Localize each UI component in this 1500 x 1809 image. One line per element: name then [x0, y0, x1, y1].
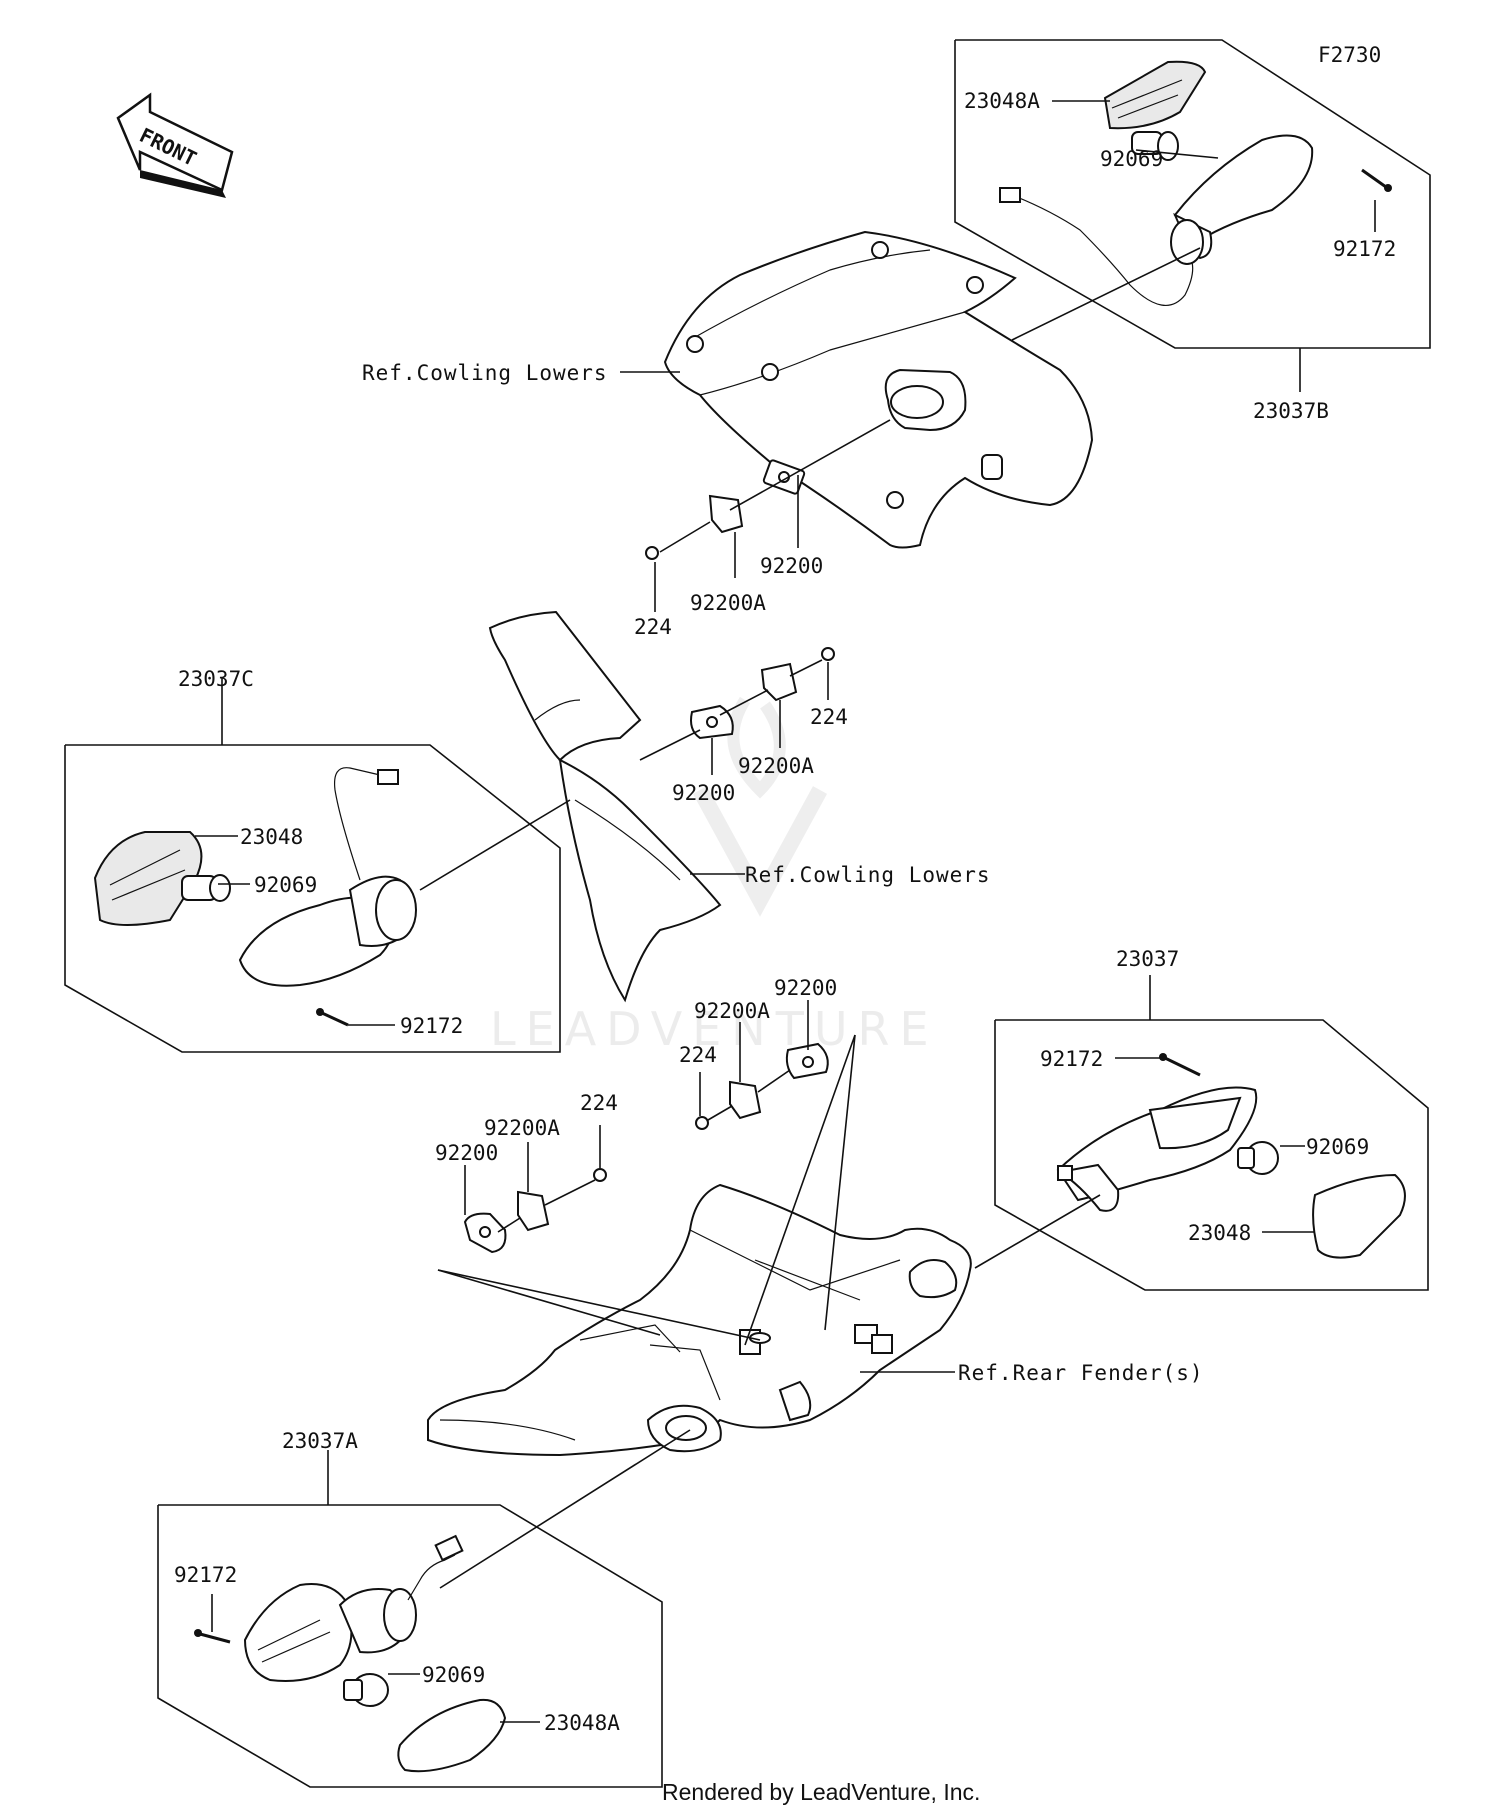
label-screw: 92172	[1040, 1047, 1103, 1071]
assembly-23037B: 23048A 92069 92172 23037B	[954, 39, 1431, 423]
label-bracket: 92200	[672, 781, 735, 805]
label-bulb: 92069	[254, 873, 317, 897]
label-nut: 224	[580, 1091, 618, 1115]
wire-icon	[407, 1554, 456, 1601]
lens-23048A-icon	[1103, 60, 1207, 130]
bracket-92200-icon	[785, 1042, 829, 1080]
bulb-icon	[343, 1673, 389, 1707]
ref-cowling-upper: Ref.Cowling Lowers	[362, 361, 608, 385]
cowling-mid-panel-icon	[488, 610, 722, 1003]
front-arrow-icon: FRONT	[116, 92, 234, 198]
wire-icon	[333, 767, 381, 881]
assembly-23037: 23037 92172 92069 23048	[974, 947, 1429, 1291]
label-assembly: 23037A	[282, 1429, 358, 1453]
bracket-92200A-icon	[708, 494, 744, 534]
label-bulb: 92069	[1306, 1135, 1369, 1159]
label-bracket: 92200	[435, 1141, 498, 1165]
label-assembly: 23037	[1116, 947, 1179, 971]
nut-224-icon	[645, 546, 659, 560]
bracket-92200A-icon	[760, 662, 798, 702]
label-lens: 23048	[240, 825, 303, 849]
label-nut: 224	[810, 705, 848, 729]
lens-23048-icon	[93, 831, 203, 926]
lens-23048-icon	[1312, 1173, 1406, 1259]
label-bracket-a: 92200A	[690, 591, 766, 615]
rear-fender: 92200 92200A 224 92200 92200A 224 Ref.Re…	[427, 976, 1204, 1457]
ref-rear-fender: Ref.Rear Fender(s)	[958, 1361, 1204, 1385]
label-bracket-a: 92200A	[694, 999, 770, 1023]
screw-icon	[1159, 1053, 1201, 1077]
credit-text: Rendered by LeadVenture, Inc.	[662, 1779, 980, 1805]
watermark-text: LEADVENTURE	[490, 1002, 939, 1056]
cowling-mid: 92200 92200A 224 Ref.Cowling Lowers	[488, 610, 991, 1003]
assembly-23037C: 23037C 23048 92069 92172	[64, 667, 571, 1053]
label-assembly: 23037B	[1253, 399, 1329, 423]
bracket-92200A-icon	[517, 1190, 550, 1232]
screw-icon	[1361, 168, 1392, 192]
bracket-92200A-icon	[729, 1080, 762, 1120]
wire-icon	[1011, 194, 1194, 306]
lens-23048A-icon	[397, 1698, 507, 1773]
label-nut: 224	[634, 615, 672, 639]
bulb-icon	[1237, 1141, 1279, 1175]
label-screw: 92172	[1333, 237, 1396, 261]
watermark: LEADVENTURE	[490, 696, 939, 1056]
label-bracket-a: 92200A	[738, 754, 814, 778]
figure-id: F2730	[1318, 43, 1381, 67]
screw-icon	[194, 1629, 231, 1644]
bracket-92200-icon	[463, 1212, 507, 1254]
connector-icon	[1057, 1165, 1073, 1181]
label-lens: 23048	[1188, 1221, 1251, 1245]
connector-icon	[999, 187, 1021, 203]
connector-icon	[377, 769, 399, 785]
assembly-23037A: 23037A 92172 92069 23048A	[157, 1429, 691, 1788]
nut-224-icon	[593, 1168, 607, 1182]
ref-cowling-mid: Ref.Cowling Lowers	[745, 863, 991, 887]
nut-224-icon	[821, 647, 835, 661]
bulb-icon	[181, 874, 231, 902]
label-assembly: 23037C	[178, 667, 254, 691]
label-bracket: 92200	[760, 554, 823, 578]
label-bracket-a: 92200A	[484, 1116, 560, 1140]
label-bulb: 92069	[422, 1663, 485, 1687]
cowling-upper: 92200 92200A 224 Ref.Cowling Lowers	[362, 230, 1094, 639]
connector-icon	[434, 1534, 464, 1562]
label-bulb: 92069	[1100, 147, 1163, 171]
label-nut: 224	[679, 1043, 717, 1067]
label-screw: 92172	[174, 1563, 237, 1587]
label-lens: 23048A	[544, 1711, 620, 1735]
turn-signal-housing-icon	[1173, 134, 1314, 242]
screw-icon	[316, 1008, 349, 1027]
label-bracket: 92200	[774, 976, 837, 1000]
turn-signal-housing-icon	[243, 1583, 353, 1682]
nut-224-icon	[695, 1116, 709, 1130]
label-lens: 23048A	[964, 89, 1040, 113]
label-screw: 92172	[400, 1014, 463, 1038]
